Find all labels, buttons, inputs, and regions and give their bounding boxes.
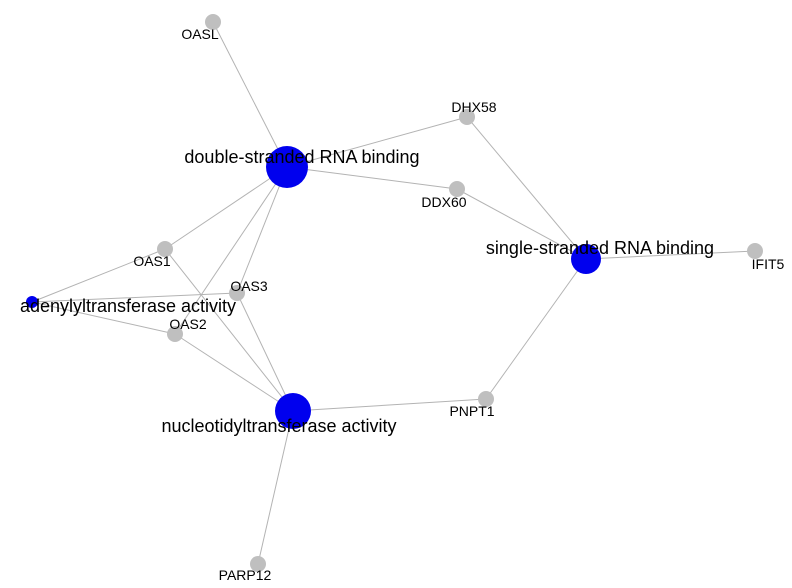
gene-label-ddx60: DDX60 xyxy=(421,194,466,210)
term-label-adenylyl: adenylyltransferase activity xyxy=(20,296,236,316)
gene-node-ifit5[interactable] xyxy=(747,243,763,259)
label-layer: OASL DHX58 DDX60 IFIT5 OAS1 OAS3 OAS2 PN… xyxy=(20,26,785,583)
edge-dsrna-dhx58 xyxy=(286,116,468,168)
edge-adenylyl-oas3 xyxy=(31,292,238,303)
gene-node-oas1[interactable] xyxy=(157,241,173,257)
gene-label-pnpt1: PNPT1 xyxy=(449,403,494,419)
term-label-ssrna: single-stranded RNA binding xyxy=(486,238,714,258)
gene-label-oasl: OASL xyxy=(181,26,219,42)
gene-label-dhx58: DHX58 xyxy=(451,99,496,115)
edge-nucleotidyl-pnpt1 xyxy=(292,398,487,412)
edge-nucleotidyl-oas1 xyxy=(164,248,294,412)
edge-nucleotidyl-parp12 xyxy=(257,410,294,565)
gene-label-oas1: OAS1 xyxy=(133,253,171,269)
term-label-nucleotidyl: nucleotidyltransferase activity xyxy=(161,416,396,436)
gene-label-parp12: PARP12 xyxy=(219,567,272,583)
term-node-adenylyl[interactable] xyxy=(26,296,38,308)
edge-dsrna-ddx60 xyxy=(286,166,458,190)
term-node-dsrna[interactable] xyxy=(266,146,308,188)
edge-ssrna-ddx60 xyxy=(456,188,587,260)
gene-label-oas2: OAS2 xyxy=(169,316,207,332)
edge-dsrna-oas1 xyxy=(164,166,288,250)
node-layer xyxy=(26,14,763,572)
edge-dsrna-oas2 xyxy=(174,166,288,335)
edge-dsrna-oas3 xyxy=(236,166,288,294)
edge-nucleotidyl-oas3 xyxy=(236,292,294,412)
edge-ssrna-ifit5 xyxy=(585,250,756,260)
term-label-dsrna: double-stranded RNA binding xyxy=(184,147,419,167)
gene-node-ddx60[interactable] xyxy=(449,181,465,197)
gene-label-oas3: OAS3 xyxy=(230,278,268,294)
edge-ssrna-dhx58 xyxy=(466,116,587,260)
edge-layer xyxy=(31,21,756,565)
gene-node-dhx58[interactable] xyxy=(459,109,475,125)
gene-node-oasl[interactable] xyxy=(205,14,221,30)
gene-node-oas2[interactable] xyxy=(167,326,183,342)
gene-node-pnpt1[interactable] xyxy=(478,391,494,407)
edge-dsrna-oasl xyxy=(212,21,288,168)
edge-adenylyl-oas2 xyxy=(31,301,176,335)
gene-label-ifit5: IFIT5 xyxy=(752,256,785,272)
term-node-nucleotidyl[interactable] xyxy=(275,393,311,429)
gene-node-parp12[interactable] xyxy=(250,556,266,572)
edge-nucleotidyl-oas2 xyxy=(174,333,294,412)
edge-ssrna-pnpt1 xyxy=(485,258,587,400)
edge-adenylyl-oas1 xyxy=(31,248,166,303)
gene-node-oas3[interactable] xyxy=(229,285,245,301)
term-node-ssrna[interactable] xyxy=(571,244,601,274)
